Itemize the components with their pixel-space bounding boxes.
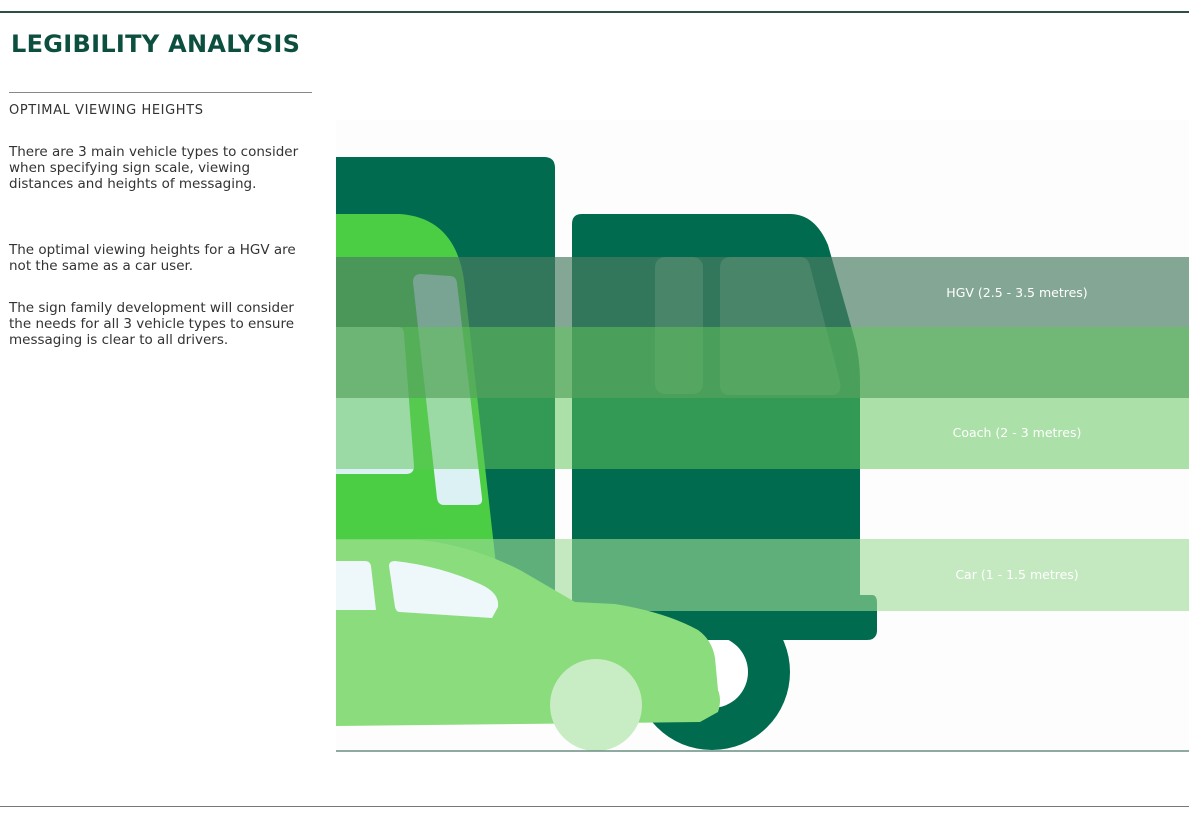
section-heading: OPTIMAL VIEWING HEIGHTS [9,103,204,118]
top-divider [0,11,1189,13]
hgv-note-paragraph: The optimal viewing heights for a HGV ar… [9,242,296,274]
car-rear-window [336,561,376,610]
bottom-divider [0,806,1189,807]
hgv-band-label: HGV (2.5 - 3.5 metres) [946,285,1087,300]
sidebar-divider [9,92,312,93]
intro-paragraph: There are 3 main vehicle types to consid… [9,144,299,192]
coach-band [336,327,1189,469]
development-paragraph: The sign family development will conside… [9,300,295,348]
car-wheel [550,659,642,751]
car-front-window [389,561,499,618]
car-band-label: Car (1 - 1.5 metres) [955,567,1078,582]
page-title: LEGIBILITY ANALYSIS [11,30,301,58]
coach-band-label: Coach (2 - 3 metres) [953,425,1082,440]
